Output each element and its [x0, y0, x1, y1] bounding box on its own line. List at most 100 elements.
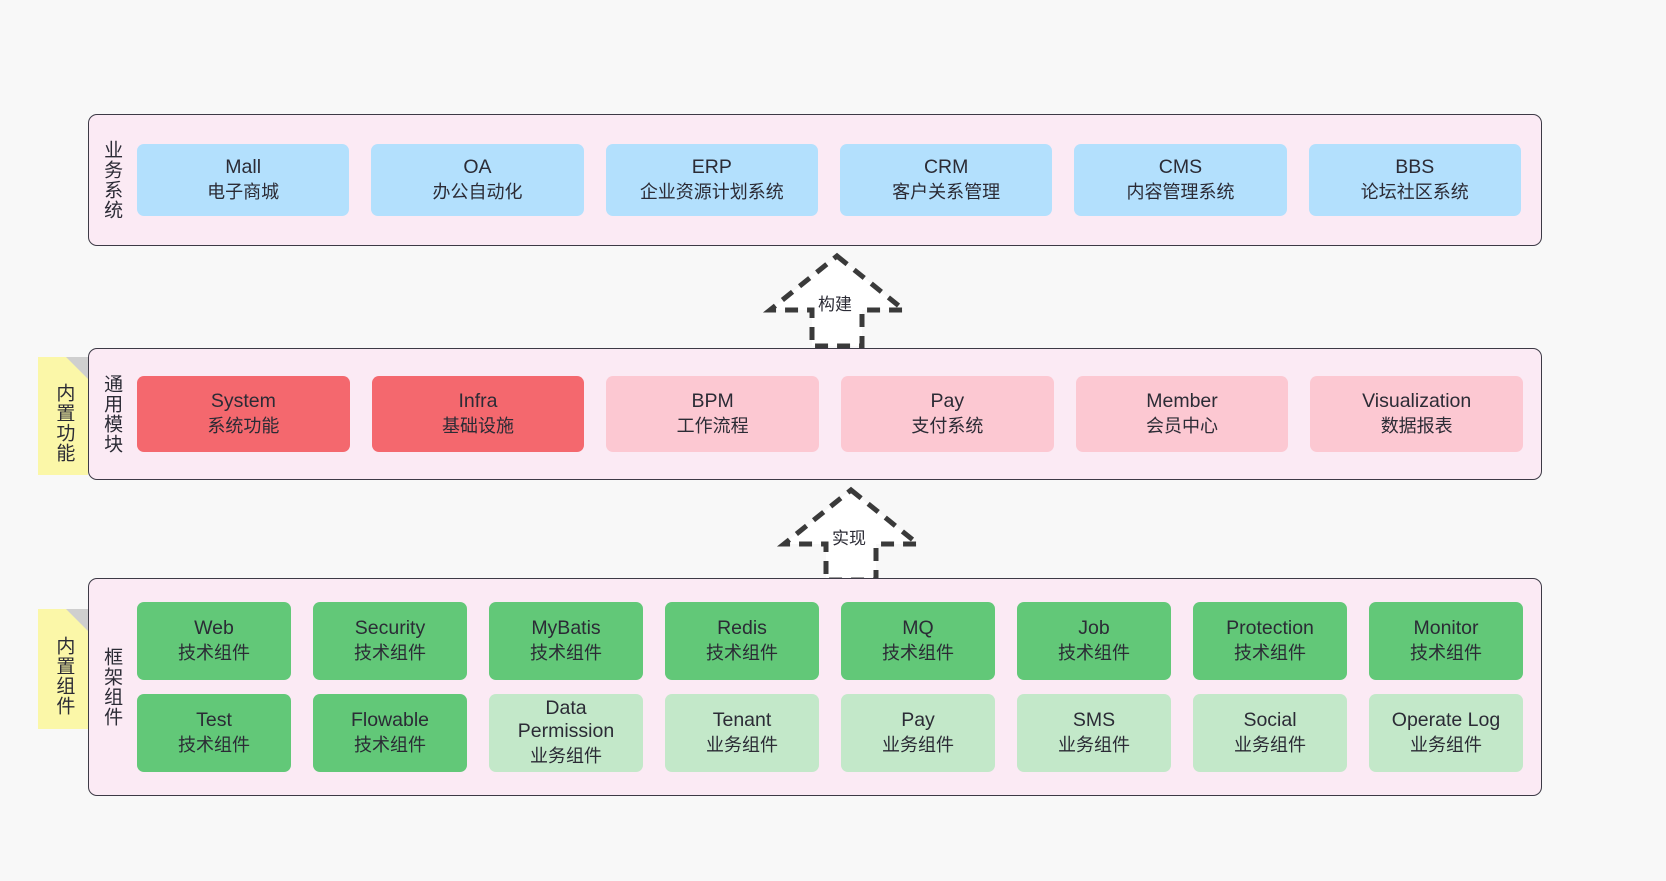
node-title: Web	[194, 616, 234, 639]
node-title: SMS	[1072, 708, 1116, 731]
node-title: Security	[354, 616, 426, 639]
sticky-note-builtin-components: 内置组件	[38, 609, 88, 729]
node-title: Pay	[930, 389, 965, 412]
connector-build: 构建	[752, 252, 922, 349]
node-subtitle: 业务组件	[1410, 734, 1482, 755]
node-subtitle: 技术组件	[1410, 642, 1482, 663]
node-subtitle: 技术组件	[354, 642, 426, 663]
node-flowable[interactable]: Flowable 技术组件	[313, 694, 467, 772]
node-pay-module[interactable]: Pay 支付系统	[841, 376, 1054, 452]
layer-framework-label: 框架组件	[101, 647, 123, 727]
layer-common-body: System 系统功能 Infra 基础设施 BPM 工作流程 Pay 支付系统…	[133, 349, 1541, 479]
node-subtitle: 电子商城	[207, 181, 280, 202]
node-title: Test	[196, 708, 232, 731]
node-subtitle: 数据报表	[1380, 415, 1453, 436]
node-mybatis[interactable]: MyBatis 技术组件	[489, 602, 643, 680]
connector-implement: 实现	[766, 486, 936, 583]
node-bbs[interactable]: BBS 论坛社区系统	[1308, 144, 1521, 216]
node-title: Member	[1146, 389, 1218, 412]
node-subtitle: 业务组件	[530, 746, 602, 767]
connector-build-label: 构建	[818, 295, 852, 314]
node-title: OA	[463, 155, 492, 178]
node-title: Data Permission	[517, 697, 615, 743]
node-subtitle: 技术组件	[1058, 642, 1130, 663]
node-subtitle: 内容管理系统	[1126, 181, 1235, 202]
layer-framework-body: Web 技术组件 Security 技术组件 MyBatis 技术组件 Redi…	[133, 579, 1541, 795]
implement-arrow-icon	[776, 486, 926, 583]
node-title: Flowable	[350, 708, 430, 731]
node-member[interactable]: Member 会员中心	[1075, 376, 1289, 452]
node-title: Redis	[717, 616, 767, 639]
node-subtitle: 业务组件	[1234, 734, 1306, 755]
node-infra[interactable]: Infra 基础设施	[371, 376, 585, 452]
node-subtitle: 技术组件	[1234, 642, 1306, 663]
node-tenant[interactable]: Tenant 业务组件	[665, 694, 819, 772]
node-title: Infra	[458, 389, 498, 412]
sticky-note-label: 内置组件	[53, 636, 75, 716]
node-title: CRM	[923, 155, 969, 178]
business-node-row: Mall 电子商城 OA 办公自动化 ERP 企业资源计划系统 CRM 客户关系…	[137, 144, 1521, 216]
node-subtitle: 技术组件	[354, 734, 426, 755]
node-subtitle: 客户关系管理	[892, 181, 1001, 202]
node-title: Job	[1078, 616, 1110, 639]
node-erp[interactable]: ERP 企业资源计划系统	[605, 144, 818, 216]
node-test[interactable]: Test 技术组件	[137, 694, 291, 772]
node-subtitle: 办公自动化	[432, 181, 523, 202]
framework-biz-row: Test 技术组件 Flowable 技术组件 Data Permission …	[137, 694, 1523, 772]
layer-common-modules: 通用模块 System 系统功能 Infra 基础设施 BPM 工作流程 Pay…	[88, 348, 1542, 480]
node-security[interactable]: Security 技术组件	[313, 602, 467, 680]
node-title: BBS	[1395, 155, 1435, 178]
node-subtitle: 业务组件	[882, 734, 954, 755]
node-mq[interactable]: MQ 技术组件	[841, 602, 995, 680]
node-subtitle: 基础设施	[442, 415, 514, 436]
node-title: Mall	[225, 155, 262, 178]
node-subtitle: 技术组件	[530, 642, 602, 663]
node-title: ERP	[691, 155, 732, 178]
sticky-fold-icon	[66, 609, 88, 631]
sticky-fold-icon	[66, 357, 88, 379]
node-title: System	[210, 389, 276, 412]
node-title: Monitor	[1413, 616, 1479, 639]
node-web[interactable]: Web 技术组件	[137, 602, 291, 680]
node-cms[interactable]: CMS 内容管理系统	[1074, 144, 1287, 216]
framework-tech-row: Web 技术组件 Security 技术组件 MyBatis 技术组件 Redi…	[137, 602, 1523, 680]
node-pay-component[interactable]: Pay 业务组件	[841, 694, 995, 772]
node-social[interactable]: Social 业务组件	[1193, 694, 1347, 772]
node-subtitle: 技术组件	[178, 734, 250, 755]
node-subtitle: 企业资源计划系统	[639, 181, 784, 202]
node-subtitle: 论坛社区系统	[1360, 181, 1469, 202]
node-data-permission[interactable]: Data Permission 业务组件	[489, 694, 643, 772]
node-subtitle: 技术组件	[882, 642, 954, 663]
node-operate-log[interactable]: Operate Log 业务组件	[1369, 694, 1523, 772]
layer-business-label: 业务系统	[101, 140, 123, 220]
node-title: Operate Log	[1391, 708, 1501, 731]
node-oa[interactable]: OA 办公自动化	[371, 144, 584, 216]
node-title: Visualization	[1362, 389, 1472, 412]
node-subtitle: 技术组件	[178, 642, 250, 663]
node-protection[interactable]: Protection 技术组件	[1193, 602, 1347, 680]
node-subtitle: 系统功能	[207, 415, 280, 436]
node-monitor[interactable]: Monitor 技术组件	[1369, 602, 1523, 680]
node-job[interactable]: Job 技术组件	[1017, 602, 1171, 680]
layer-business-body: Mall 电子商城 OA 办公自动化 ERP 企业资源计划系统 CRM 客户关系…	[133, 115, 1541, 245]
node-subtitle: 支付系统	[911, 415, 984, 436]
node-title: CMS	[1158, 155, 1203, 178]
common-node-row: System 系统功能 Infra 基础设施 BPM 工作流程 Pay 支付系统…	[137, 376, 1524, 452]
node-subtitle: 会员中心	[1146, 415, 1219, 436]
node-subtitle: 业务组件	[1058, 734, 1130, 755]
node-title: Pay	[901, 708, 935, 731]
node-crm[interactable]: CRM 客户关系管理	[839, 144, 1053, 216]
sticky-note-builtin-features: 内置功能	[38, 357, 88, 475]
node-mall[interactable]: Mall 电子商城	[137, 144, 350, 216]
node-system[interactable]: System 系统功能	[137, 376, 350, 452]
node-sms[interactable]: SMS 业务组件	[1017, 694, 1171, 772]
node-subtitle: 业务组件	[706, 734, 778, 755]
connector-implement-label: 实现	[832, 529, 866, 548]
node-title: Social	[1243, 708, 1297, 731]
node-bpm[interactable]: BPM 工作流程	[606, 376, 820, 452]
node-redis[interactable]: Redis 技术组件	[665, 602, 819, 680]
node-title: MQ	[902, 616, 934, 639]
node-visualization[interactable]: Visualization 数据报表	[1310, 376, 1524, 452]
layer-common-label: 通用模块	[101, 374, 123, 454]
